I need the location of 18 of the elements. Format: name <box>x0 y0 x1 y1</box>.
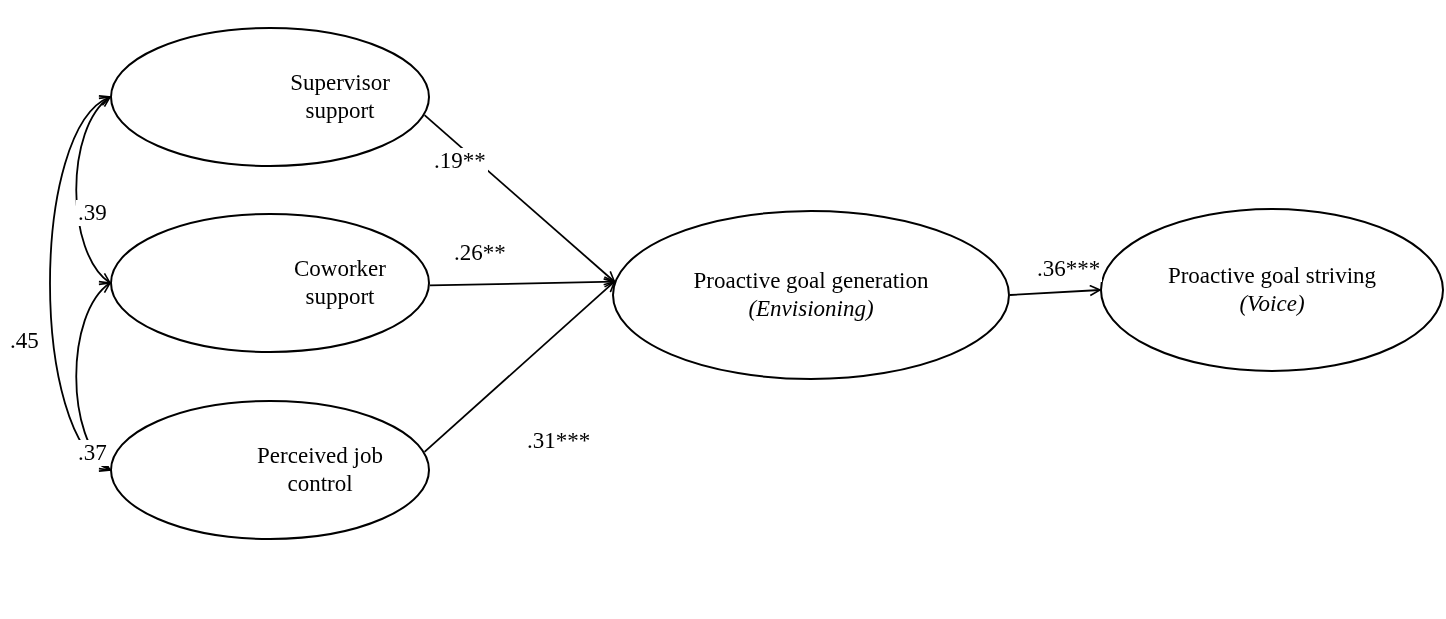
double-headed-arrow <box>49 96 111 471</box>
node-label: Coworker support <box>293 255 387 311</box>
edge-label: .37 <box>76 440 109 466</box>
node-sublabel: (Envisioning) <box>748 295 874 323</box>
node-label: Proactive goal generation <box>693 267 929 295</box>
node-label: Proactive goal striving <box>1167 262 1377 290</box>
node-label: Supervisor support <box>289 69 391 125</box>
arrow <box>1009 284 1101 297</box>
node-sublabel: (Voice) <box>1239 290 1305 318</box>
edge-label: .39 <box>76 200 109 226</box>
latent-variable-ellipse <box>110 213 430 353</box>
latent-variable-ellipse <box>110 27 430 167</box>
latent-variable-ellipse <box>1100 208 1444 372</box>
edge-label: .19** <box>432 148 488 174</box>
latent-variable-ellipse <box>612 210 1010 380</box>
node-label: Perceived job control <box>256 442 384 498</box>
latent-variable-ellipse <box>110 400 430 540</box>
arrow <box>423 280 616 453</box>
